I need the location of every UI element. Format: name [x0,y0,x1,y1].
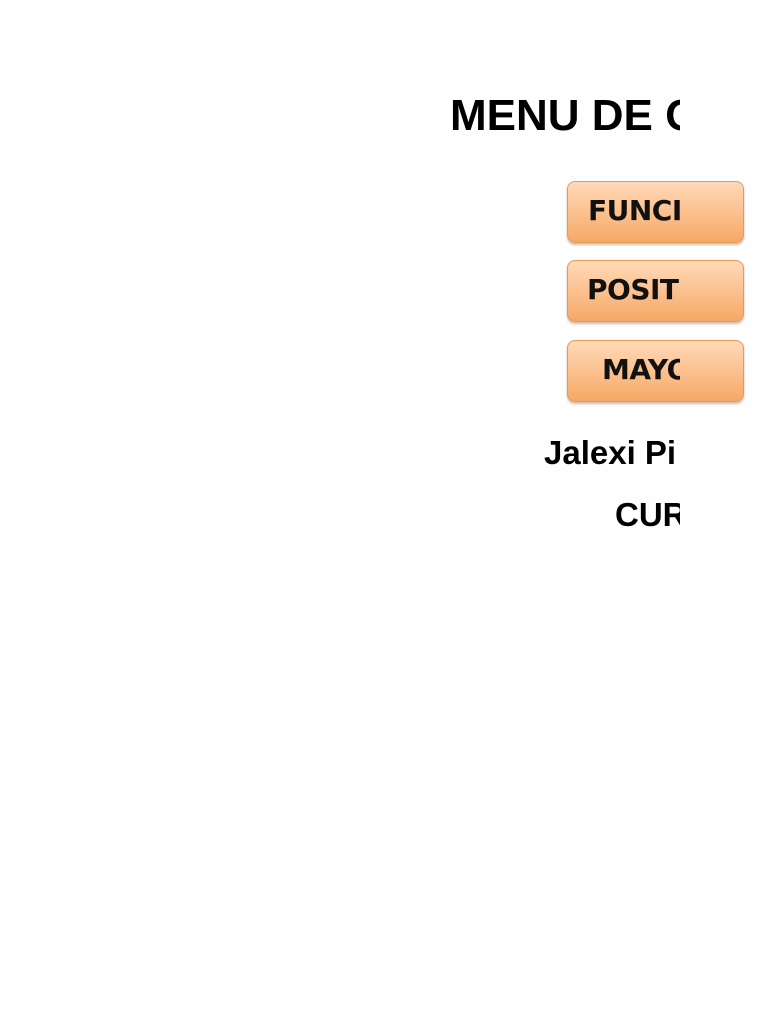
button-label-clip: POSITI [568,261,680,321]
course-label: CUR [615,496,680,533]
positivo-button-label: POSITI [587,273,680,306]
page-title: MENU DE O [450,91,680,140]
positivo-button[interactable]: POSITI [567,260,744,322]
content-clip: MENU DE O Jalexi Pi CUR [450,91,680,533]
mayor-button[interactable]: MAYO [567,340,744,402]
mayor-button-label: MAYO [602,353,680,386]
funciones-button-label: FUNCIO [588,194,680,227]
funciones-button[interactable]: FUNCIO [567,181,744,243]
author-name: Jalexi Pi [544,434,677,471]
button-label-clip: MAYO [568,341,680,401]
button-label-clip: FUNCIO [568,182,680,242]
